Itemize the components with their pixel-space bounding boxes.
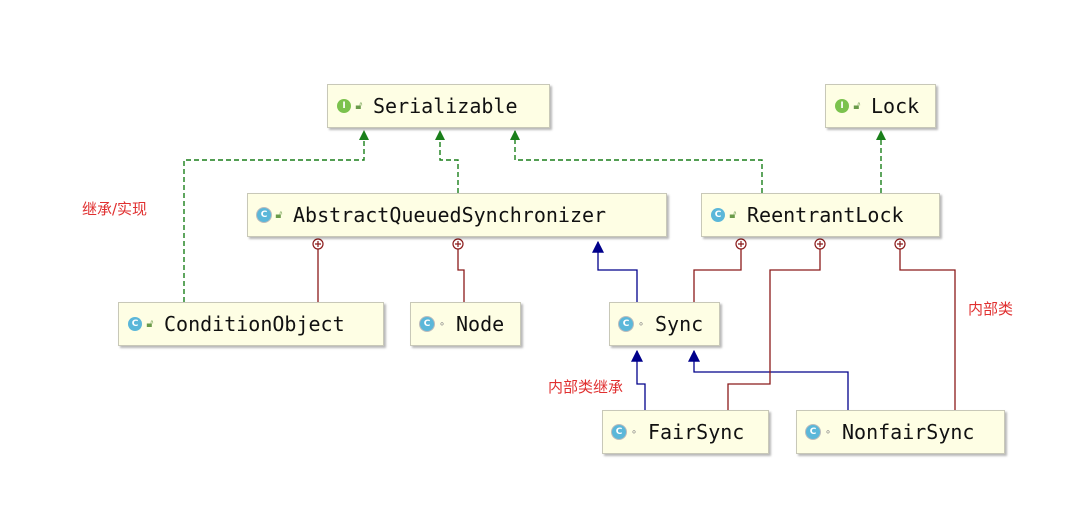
circle-plus-icon [452,238,464,250]
node-reentrantlock[interactable]: C 🔓︎ ReentrantLock [701,193,940,237]
node-label: NonfairSync [842,420,975,444]
edge-conditionobject-serializable [183,130,369,302]
inner-class-markers [312,238,906,250]
edge-aqs-serializable [435,130,459,193]
class-icon: C [711,208,725,222]
class-icon: C [612,425,626,439]
node-label: ReentrantLock [747,203,904,227]
note-inherit-implement: 继承/实现 [82,200,148,218]
interface-icon: I [337,99,351,113]
edge-nonfairsync-reentrantlock [899,245,956,410]
implements-edges [183,130,886,302]
node-label: Sync [655,312,704,336]
node-label: Serializable [373,94,518,118]
class-icon: C [806,425,820,439]
class-icon: C [128,317,142,331]
node-fairsync[interactable]: C ∘ FairSync [602,410,769,454]
node-label: AbstractQueuedSynchronizer [293,203,607,227]
edge-reentrantlock-serializable [510,130,763,193]
node-label: Node [456,312,505,336]
inner-class-edges [317,245,956,410]
package-private-icon: ∘ [630,426,638,438]
node-conditionobject[interactable]: C 🔓︎ ConditionObject [118,302,384,346]
edge-nonfairsync-sync [688,349,849,410]
circle-plus-icon [894,238,906,250]
extends-edges [592,240,849,410]
public-lock-icon: 🔓︎ [355,99,363,112]
interface-icon: I [835,99,849,113]
public-lock-icon: 🔓︎ [853,99,861,112]
edge-sync-aqs [592,240,638,302]
public-lock-icon: 🔓︎ [729,208,737,221]
node-nonfairsync[interactable]: C ∘ NonfairSync [796,410,1005,454]
circle-plus-icon [735,238,747,250]
public-lock-icon: 🔓︎ [146,317,154,330]
circle-plus-icon [814,238,826,250]
public-lock-icon: 🔓︎ [275,208,283,221]
node-label: Lock [871,94,920,118]
abstract-class-icon: C [257,208,271,222]
node-lock[interactable]: I 🔓︎ Lock [825,84,936,128]
note-inner-class: 内部类 [968,300,1014,318]
node-abstractqueuedsynchronizer[interactable]: C 🔓︎ AbstractQueuedSynchronizer [247,193,667,237]
node-label: FairSync [648,420,745,444]
node-node[interactable]: C ∘ Node [410,302,521,346]
node-serializable[interactable]: I 🔓︎ Serializable [327,84,550,128]
edge-node-aqs [457,245,465,302]
node-sync[interactable]: C ∘ Sync [609,302,720,346]
node-label: ConditionObject [164,312,345,336]
package-private-icon: ∘ [824,426,832,438]
package-private-icon: ∘ [637,318,645,330]
edge-sync-reentrantlock [693,245,742,302]
package-private-icon: ∘ [438,318,446,330]
class-icon: C [420,317,434,331]
abstract-class-icon: C [619,317,633,331]
edge-fairsync-sync [631,349,646,410]
edge-fairsync-reentrantlock [727,245,821,410]
note-inner-class-inherit: 内部类继承 [548,378,624,396]
circle-plus-icon [312,238,324,250]
